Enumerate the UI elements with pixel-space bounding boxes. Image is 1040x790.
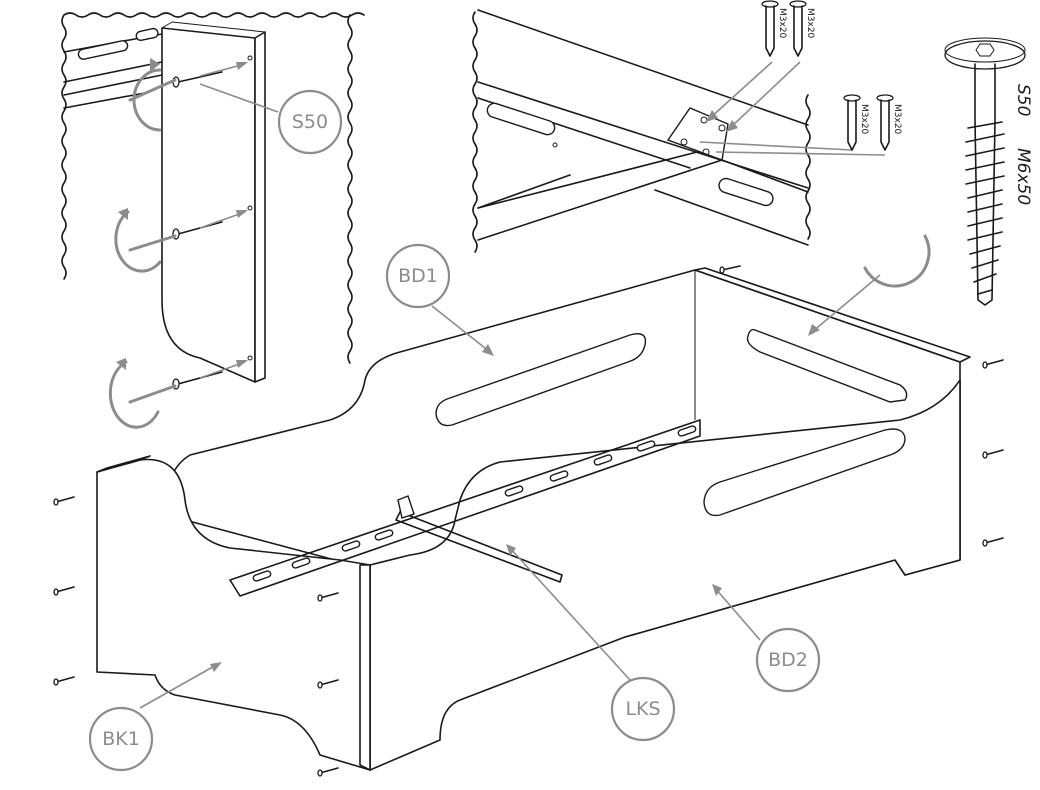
callout-s50-label: S50 [292, 111, 328, 133]
handle-slot-bd2 [703, 428, 906, 517]
detail-wavy-outline [61, 12, 365, 364]
inner-rail [229, 419, 701, 597]
callout-bk1: BK1 [88, 662, 222, 772]
detail-side-panel [161, 27, 256, 383]
small-screw-spec: M3x20 [805, 8, 815, 39]
callout-bd1-label: BD1 [398, 265, 438, 287]
big-screw-spec: M6x50 [1013, 148, 1033, 205]
detail-hole-2 [247, 205, 253, 211]
bracket-plate [666, 107, 729, 161]
detail-bolt-2 [172, 210, 248, 240]
rail-slots [252, 425, 697, 582]
big-screw-head [944, 40, 1026, 70]
detail-bolt-3 [172, 360, 248, 390]
small-screw-spec: M3x20 [777, 8, 787, 39]
rotate-arrow-icon [128, 58, 177, 132]
big-screw-code: S50 [1013, 84, 1033, 116]
small-screw: M3x20 [789, 0, 815, 57]
small-screw-spec: M3x20 [859, 104, 869, 135]
detail-panel-top [161, 21, 173, 29]
small-screw: M3x20 [876, 94, 902, 151]
detail-rail-slot-2 [135, 27, 159, 42]
big-screw-thread [965, 121, 1005, 295]
bracket-screw-leaders [699, 61, 886, 156]
dowels-right [719, 265, 1004, 547]
bk1-edge [96, 455, 151, 473]
end-back-leader [811, 274, 881, 333]
bracket-hole [680, 138, 688, 146]
detail-panel-top2 [171, 21, 266, 33]
rotate-arrow-icon [114, 208, 177, 273]
detail-bracket-view: M3x20 M3x20 M3x20 M3x20 [472, 0, 902, 253]
bracket-hole [718, 124, 726, 132]
detail-rail-slot [77, 40, 129, 60]
callout-bk1-label: BK1 [102, 728, 140, 750]
leader-head [808, 324, 820, 336]
leader-head [706, 110, 718, 122]
hex-socket-icon [975, 43, 995, 57]
bracket-slot-2 [718, 177, 774, 207]
bracket-rail-top [477, 9, 809, 209]
callout-bd2: BD2 [712, 584, 821, 693]
detail-hole-1 [247, 55, 253, 61]
detail-corner-view: S50 [61, 12, 365, 429]
detail-hole-3 [247, 355, 253, 361]
handle-slot-end-back [746, 328, 908, 403]
bracket-wavy-outline [472, 11, 811, 253]
handle-slot-bd1 [435, 333, 647, 427]
callout-bd1: BD1 [385, 243, 494, 356]
crossbar-bracket [397, 495, 415, 519]
detail-panel-edge [254, 31, 266, 383]
callout-bd2-label: BD2 [768, 649, 808, 671]
callout-s50: S50 [277, 89, 343, 155]
end-front-edge [359, 564, 371, 771]
bracket-hole [552, 142, 558, 148]
crossbar-lks [395, 511, 563, 583]
leader-head [726, 120, 738, 132]
big-screw-s50: S50 M6x50 [944, 37, 1033, 306]
bracket-slot-1 [486, 102, 556, 136]
bracket-hole [702, 148, 710, 156]
main-assembly [53, 234, 1004, 777]
rotate-arrow-icon [108, 358, 177, 429]
s50-leader [199, 83, 279, 113]
dowels-left [53, 496, 339, 777]
callout-lks: LKS [506, 544, 676, 742]
small-screw: M3x20 [843, 94, 869, 151]
small-screw: M3x20 [761, 0, 787, 57]
callout-lks-label: LKS [625, 698, 660, 720]
small-screw-spec: M3x20 [892, 104, 902, 135]
big-screw-shank [974, 63, 996, 306]
